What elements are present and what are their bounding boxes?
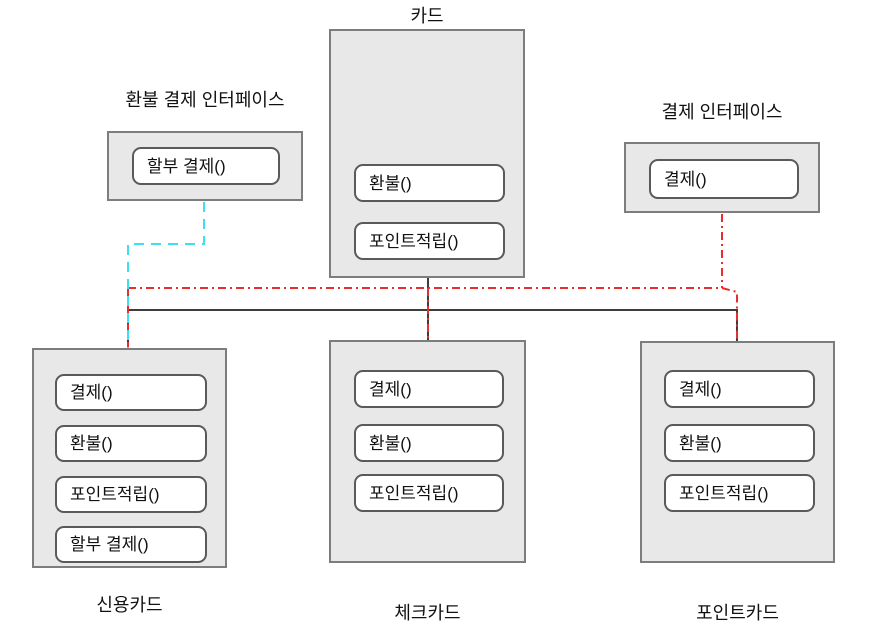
method-pill: 환불(): [55, 425, 207, 462]
class-box-check-card: 결제() 환불() 포인트적립(): [329, 340, 526, 563]
class-title-payment-interface: 결제 인터페이스: [661, 102, 783, 122]
class-title-refund-payment-interface: 환불 결제 인터페이스: [125, 90, 285, 110]
method-pill: 포인트적립(): [55, 476, 207, 513]
method-pill: 할부 결제(): [132, 147, 280, 185]
class-box-credit-card: 결제() 환불() 포인트적립() 할부 결제(): [32, 348, 227, 568]
method-pill: 환불(): [354, 164, 505, 202]
class-box-point-card: 결제() 환불() 포인트적립(): [640, 341, 835, 563]
method-pill: 포인트적립(): [354, 474, 504, 512]
method-pill: 포인트적립(): [354, 222, 505, 260]
class-title-card: 카드: [410, 6, 444, 26]
method-pill: 환불(): [664, 424, 815, 462]
class-title-credit-card: 신용카드: [96, 595, 163, 615]
class-box-payment-interface: 결제(): [624, 142, 820, 213]
method-pill: 환불(): [354, 424, 504, 462]
method-pill: 할부 결제(): [55, 526, 207, 563]
method-pill: 결제(): [664, 370, 815, 408]
class-box-refund-payment-interface: 할부 결제(): [107, 131, 303, 201]
payment-interface-connector: [127, 214, 738, 349]
class-title-check-card: 체크카드: [394, 603, 461, 623]
method-pill: 결제(): [55, 374, 207, 411]
method-pill: 포인트적립(): [664, 474, 815, 512]
class-title-point-card: 포인트카드: [696, 603, 779, 623]
method-pill: 결제(): [649, 159, 799, 199]
method-pill: 결제(): [354, 370, 504, 408]
refund-interface-connector: [127, 202, 205, 350]
class-box-card: 환불() 포인트적립(): [329, 29, 525, 278]
